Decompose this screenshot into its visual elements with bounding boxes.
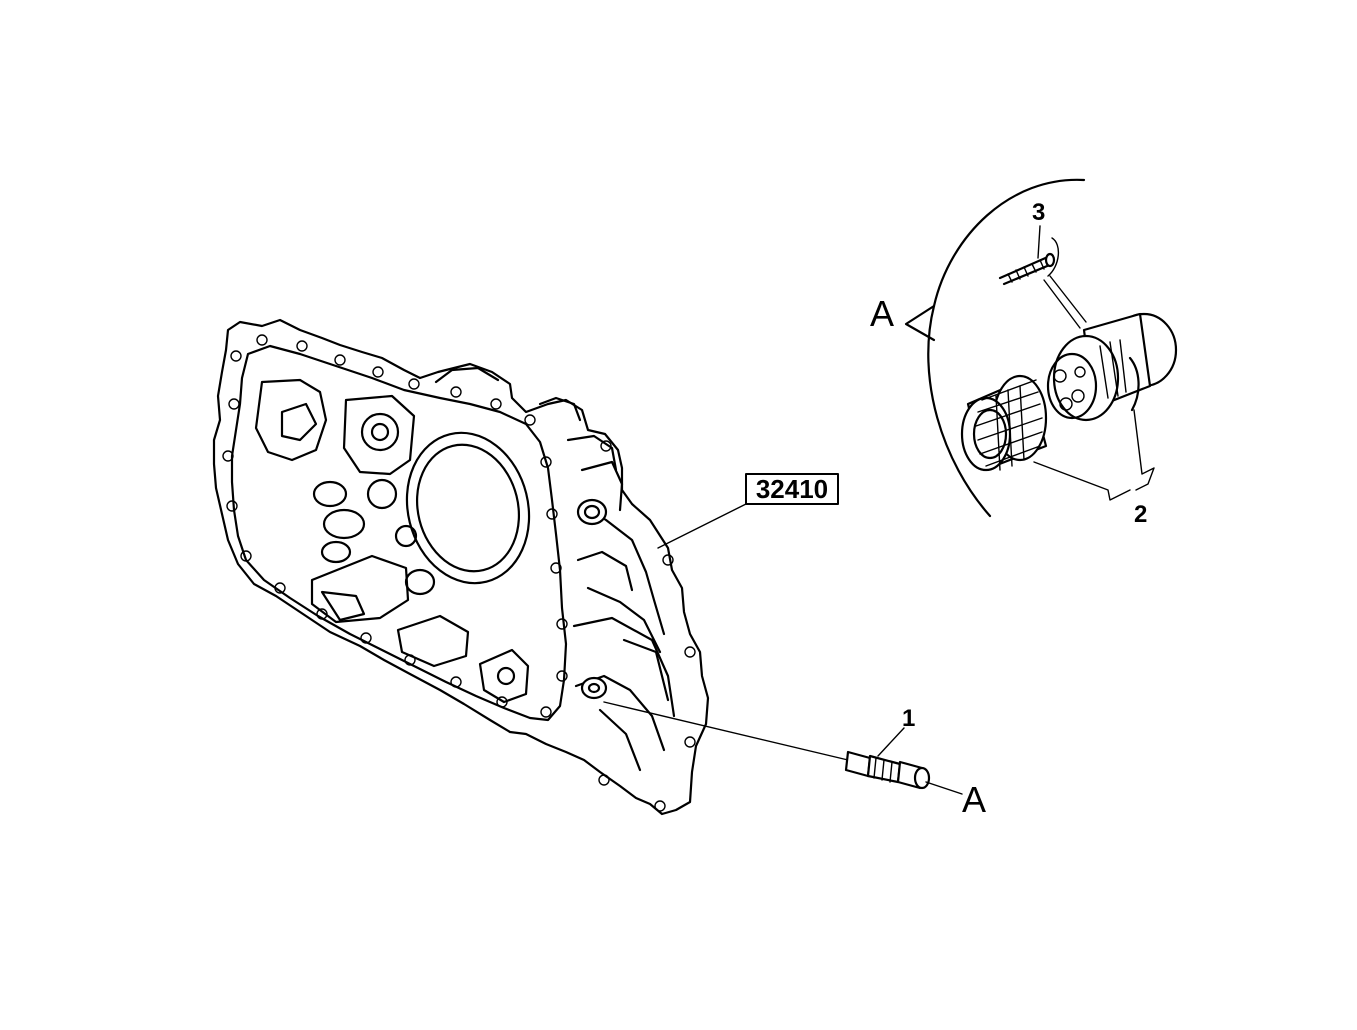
part-1-assembly-line <box>603 701 849 761</box>
part-3-spring-pin <box>998 252 1056 286</box>
detail-pointer-bracket <box>904 304 936 342</box>
transmission-housing <box>212 318 710 816</box>
part-1-sensor <box>844 750 931 790</box>
part-2-gear-housing <box>1046 312 1178 422</box>
reference-number: 32410 <box>756 474 828 504</box>
detail-a-inset: A 3 <box>870 178 1178 528</box>
callout-2: 2 <box>1134 501 1147 528</box>
part-2-leader-b <box>1133 409 1155 491</box>
detail-a-leader-main <box>925 781 963 795</box>
part-2-ring-gear <box>960 374 1048 472</box>
part-3-assembly-line-a <box>1043 279 1081 329</box>
part-1-leader <box>877 727 905 757</box>
part-2-leader-a <box>1033 461 1131 501</box>
detail-label-a-main: A <box>962 779 986 820</box>
part-3-leader <box>1037 225 1041 259</box>
callout-3: 3 <box>1032 199 1045 226</box>
reference-leader-line <box>657 503 747 549</box>
detail-label-a-inset: A <box>870 293 894 334</box>
detail-boundary-arc <box>927 178 1086 518</box>
callout-1: 1 <box>902 705 915 732</box>
reference-box <box>745 473 839 505</box>
part-3-bracket <box>1047 237 1059 277</box>
part-3-assembly-line-b <box>1049 275 1087 323</box>
